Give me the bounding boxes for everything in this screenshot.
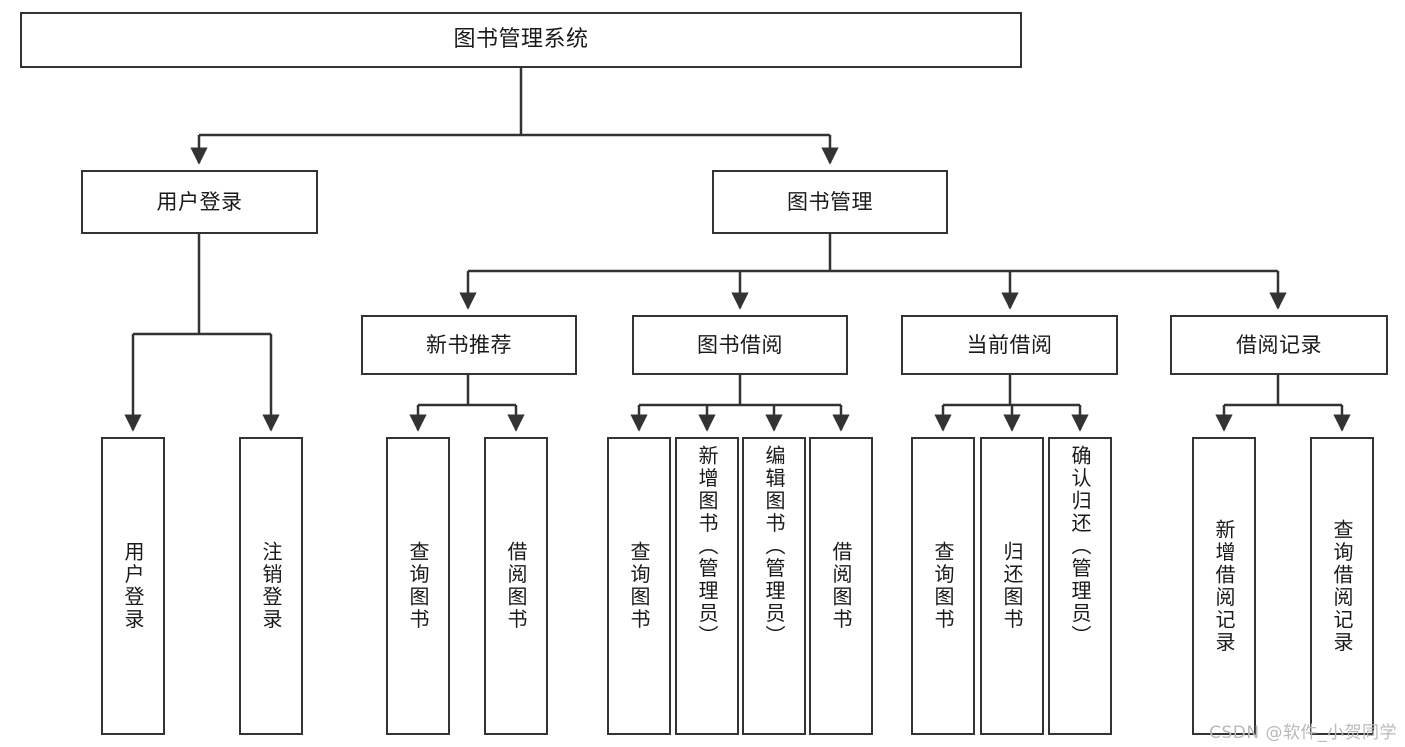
- node-leaf-login-1[interactable]: 用户登录: [101, 437, 165, 735]
- node-leaf-cur-1-label: 查询图书: [931, 541, 955, 631]
- node-root-label: 图书管理系统: [453, 27, 589, 53]
- node-leaf-borrow-3-label: 编辑图书（管理员）: [762, 445, 786, 648]
- node-root[interactable]: 图书管理系统: [20, 12, 1022, 68]
- node-leaf-borrow-3[interactable]: 编辑图书（管理员）: [742, 437, 806, 735]
- node-leaf-login-2-label: 注销登录: [259, 541, 283, 631]
- node-record-label: 借阅记录: [1236, 332, 1322, 357]
- node-leaf-borrow-2[interactable]: 新增图书（管理员）: [675, 437, 739, 735]
- node-leaf-new-2-label: 借阅图书: [504, 541, 528, 631]
- node-leaf-new-1-label: 查询图书: [406, 541, 430, 631]
- node-leaf-borrow-4[interactable]: 借阅图书: [809, 437, 873, 735]
- node-borrow-label: 图书借阅: [697, 332, 783, 357]
- node-leaf-cur-3-label: 确认归还（管理员）: [1068, 445, 1092, 648]
- node-leaf-rec-2-label: 查询借阅记录: [1330, 518, 1354, 654]
- node-bookmgmt[interactable]: 图书管理: [712, 170, 948, 234]
- node-leaf-cur-2[interactable]: 归还图书: [980, 437, 1044, 735]
- node-login-label: 用户登录: [156, 189, 243, 214]
- node-leaf-borrow-1[interactable]: 查询图书: [607, 437, 671, 735]
- node-leaf-rec-2[interactable]: 查询借阅记录: [1310, 437, 1374, 735]
- node-leaf-login-2[interactable]: 注销登录: [239, 437, 303, 735]
- node-leaf-new-2[interactable]: 借阅图书: [484, 437, 548, 735]
- node-borrow[interactable]: 图书借阅: [632, 315, 848, 375]
- node-newbook[interactable]: 新书推荐: [361, 315, 577, 375]
- node-leaf-rec-1-label: 新增借阅记录: [1212, 518, 1236, 654]
- node-leaf-cur-3[interactable]: 确认归还（管理员）: [1048, 437, 1112, 735]
- node-leaf-rec-1[interactable]: 新增借阅记录: [1192, 437, 1256, 735]
- node-current-label: 当前借阅: [966, 332, 1053, 357]
- node-leaf-cur-2-label: 归还图书: [1000, 541, 1024, 631]
- node-leaf-new-1[interactable]: 查询图书: [386, 437, 450, 735]
- node-leaf-borrow-2-label: 新增图书（管理员）: [695, 445, 719, 648]
- node-login[interactable]: 用户登录: [81, 170, 318, 234]
- node-newbook-label: 新书推荐: [426, 332, 512, 357]
- node-bookmgmt-label: 图书管理: [787, 189, 873, 214]
- node-current[interactable]: 当前借阅: [901, 315, 1118, 375]
- node-leaf-login-1-label: 用户登录: [121, 541, 145, 631]
- node-leaf-cur-1[interactable]: 查询图书: [911, 437, 975, 735]
- node-record[interactable]: 借阅记录: [1170, 315, 1388, 375]
- watermark: CSDN @软件_小贺同学: [1209, 723, 1397, 743]
- node-leaf-borrow-1-label: 查询图书: [627, 541, 651, 631]
- node-leaf-borrow-4-label: 借阅图书: [829, 541, 853, 631]
